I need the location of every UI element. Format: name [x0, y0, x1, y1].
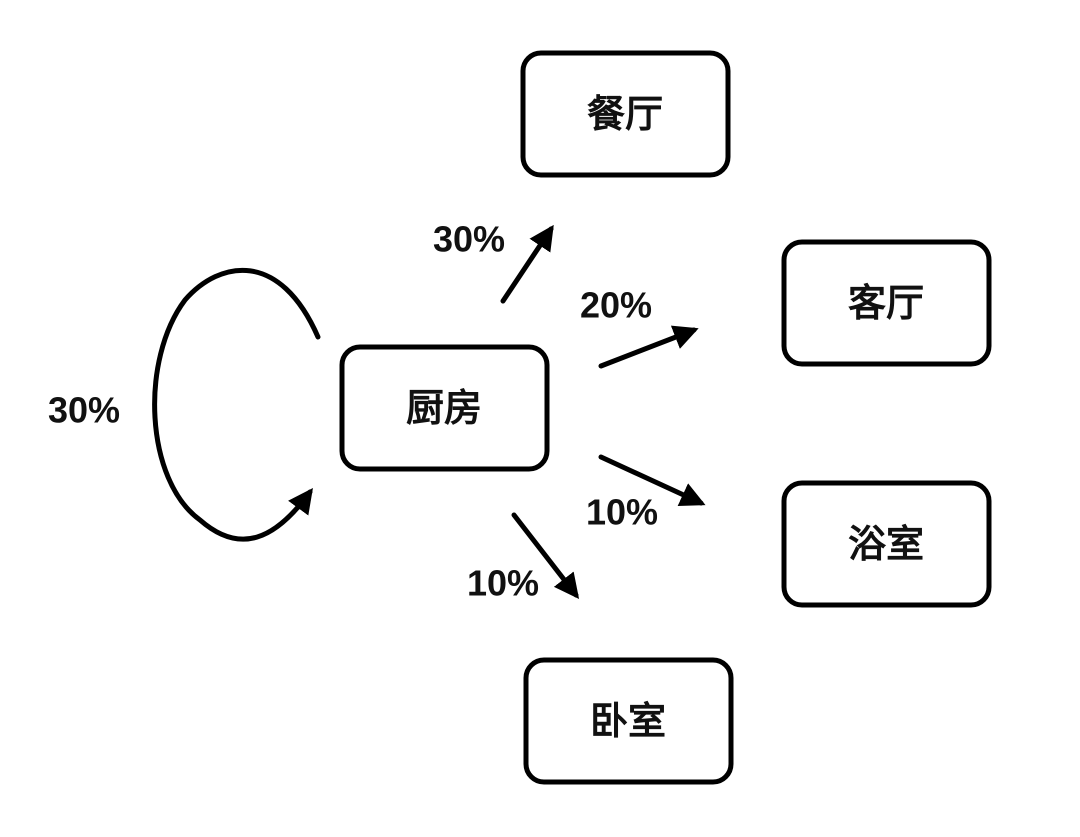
node-living-room-label: 客厅	[848, 281, 924, 325]
arrow-to-living-room	[598, 325, 699, 369]
edge-label-to-bedroom: 10%	[467, 563, 539, 604]
arrow-to-bathroom	[598, 454, 706, 506]
node-bathroom-label: 浴室	[848, 522, 924, 566]
node-dining-room: 餐厅	[520, 50, 731, 178]
node-bedroom-label: 卧室	[590, 699, 666, 743]
node-kitchen-label: 厨房	[406, 386, 482, 430]
edge-label-to-bathroom: 10%	[586, 492, 658, 533]
self-loop-arrow	[152, 267, 321, 542]
edge-label-to-living-room: 20%	[580, 285, 652, 326]
node-bedroom: 卧室	[523, 657, 734, 785]
arrow-to-bedroom	[511, 512, 580, 599]
edge-label-self-loop: 30%	[48, 390, 120, 431]
node-living-room: 客厅	[781, 239, 992, 367]
node-bathroom: 浴室	[781, 480, 992, 608]
edge-label-to-dining-room: 30%	[433, 219, 505, 260]
arrow-to-dining-room	[500, 224, 554, 304]
node-dining-room-label: 餐厅	[587, 92, 663, 136]
node-kitchen: 厨房	[339, 344, 550, 472]
